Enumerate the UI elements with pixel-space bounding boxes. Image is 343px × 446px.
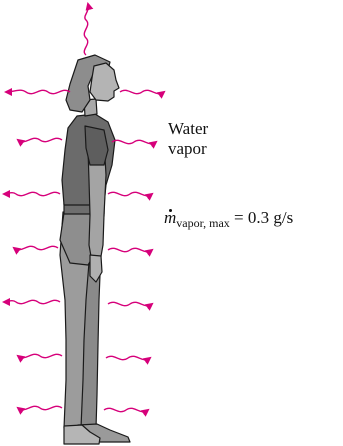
rate-value: = 0.3 g/s [234,208,293,227]
wavy-arrow-icon [4,192,60,195]
wavy-arrow-icon [108,302,152,305]
wavy-arrow-icon [18,406,62,409]
wavy-arrow-icon [6,90,70,94]
vapor-rate-equation: mvapor, max = 0.3 g/s [164,208,293,228]
wavy-arrow-icon [108,248,152,251]
water-vapor-label-line1: Water [168,119,208,139]
wavy-arrow-icon [84,4,88,55]
wavy-arrow-icon [108,192,152,195]
wavy-arrow-icon [14,246,58,249]
sleeve [85,126,108,165]
water-vapor-label-line2: vapor [168,139,208,159]
wavy-arrow-icon [120,90,164,93]
wavy-arrow-icon [18,138,62,141]
wavy-arrow-icon [18,354,62,357]
water-vapor-label: Water vapor [168,119,208,159]
wavy-arrow-icon [4,300,60,303]
wavy-arrow-icon [112,140,156,143]
rate-symbol: m [164,208,176,227]
rate-subscript: vapor, max [176,216,230,230]
wavy-arrow-icon [106,356,150,359]
wavy-arrow-icon [104,408,148,411]
head [90,63,119,101]
